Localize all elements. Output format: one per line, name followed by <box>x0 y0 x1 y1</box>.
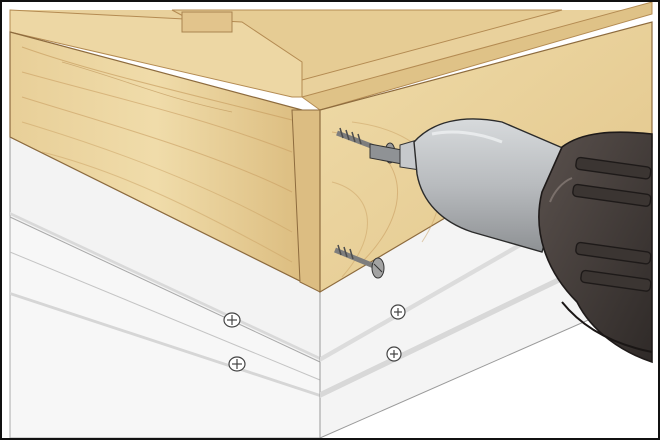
wood-frame-front-board <box>9 31 303 283</box>
lower-screw <box>334 244 385 279</box>
wood-frame-top-rim <box>9 2 653 111</box>
panel-screw-head-icon <box>223 304 406 372</box>
drill-icon <box>369 118 653 364</box>
